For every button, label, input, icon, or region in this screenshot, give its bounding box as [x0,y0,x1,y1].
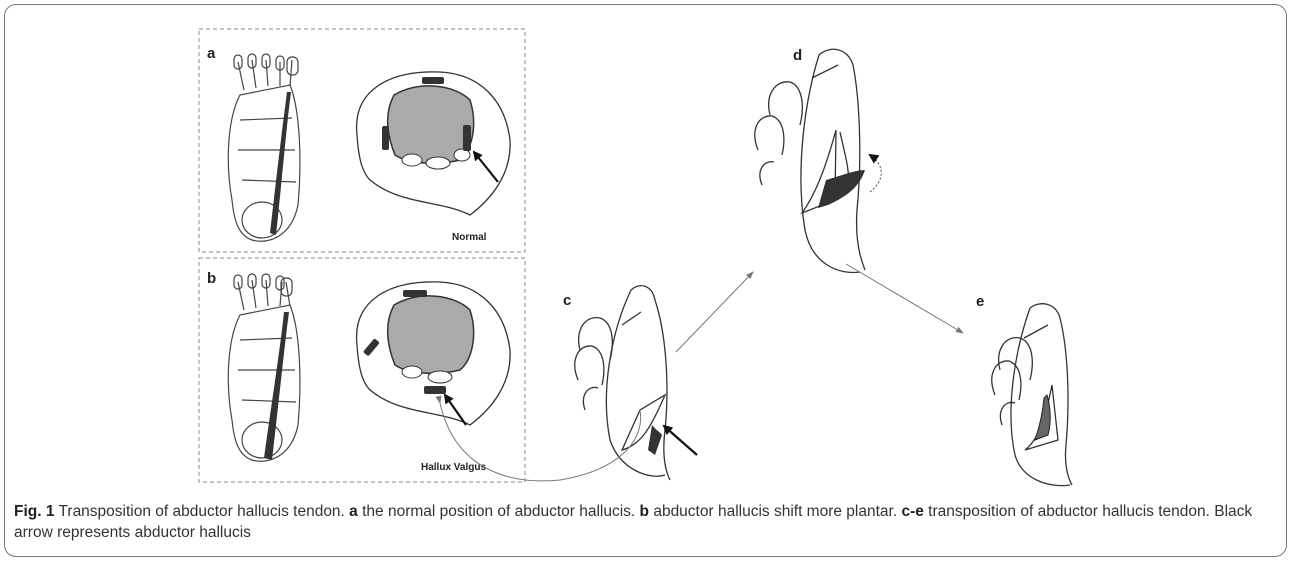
caption-b-text: abductor hallucis shift more plantar. [649,503,901,520]
panel-c: c [440,286,697,481]
tendon-c [648,425,662,455]
abductor-hallucis-muscle-valgus [264,312,289,460]
panel-d-letter: d [793,47,802,64]
rotation-arrow-d [870,155,881,192]
foot-drawing-e [992,304,1072,486]
panel-a: a Normal [199,29,525,252]
panel-d: d [755,47,881,273]
panel-a-letter: a [207,45,216,62]
arrow-c-to-d [676,272,753,352]
black-arrow-a [474,152,498,182]
cross-section-valgus [357,282,511,425]
foot-drawing-d [755,49,865,272]
caption-title: Transposition of abductor hallucis tendo… [54,503,349,520]
panel-e: e [976,293,1072,486]
caption-a-letter: a [349,503,358,520]
panel-b-letter: b [207,270,216,287]
caption-ce-letter: c-e [901,503,923,520]
panel-a-label: Normal [452,232,487,243]
panel-b: b Hallux Valgus [199,258,525,482]
cross-section-normal [357,72,511,215]
black-arrow-b [445,395,466,425]
foot-skeleton-normal [228,54,300,241]
arrow-d-to-e [846,264,963,333]
tendon-e [1035,395,1050,440]
foot-skeleton-hallux-valgus [228,274,300,461]
caption-b-letter: b [640,503,649,520]
panel-c-letter: c [563,292,571,309]
figure-illustration: a Normal b [0,0,1293,495]
caption-fig-label: Fig. 1 [14,503,54,520]
caption-a-text: the normal position of abductor hallucis… [358,503,640,520]
black-arrow-c [664,426,697,455]
figure-caption: Fig. 1 Transposition of abductor halluci… [14,501,1276,543]
panel-b-label: Hallux Valgus [421,462,486,473]
panel-e-letter: e [976,293,984,310]
